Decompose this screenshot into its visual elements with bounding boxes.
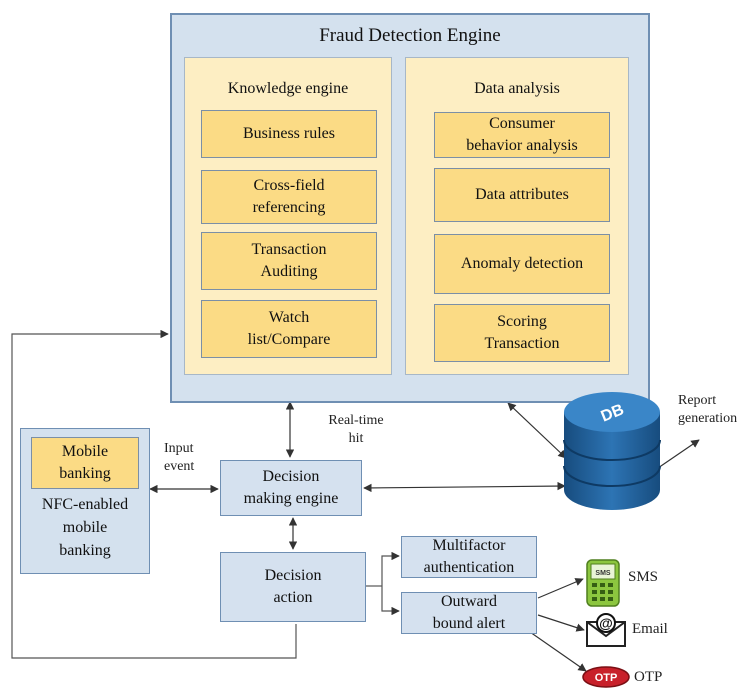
report-generation-label: Report generation xyxy=(678,393,738,426)
realtime-hit-label: Real-time hit xyxy=(328,413,384,446)
svg-text:OTP: OTP xyxy=(595,672,618,684)
db-report-arrow xyxy=(657,439,700,469)
otp-icon: OTP xyxy=(582,666,630,688)
feedback-loop-arrow xyxy=(11,329,297,659)
otp-label: OTP xyxy=(634,669,663,685)
knowledge-engine-title: Knowledge engine xyxy=(227,80,349,97)
mobile-banking-box: Mobile banking xyxy=(31,437,139,489)
cross-field-referencing-box: Cross-field referencing xyxy=(201,170,377,224)
engine-title: Fraud Detection Engine xyxy=(319,25,501,46)
svg-text:SMS: SMS xyxy=(595,570,611,577)
anomaly-detection-box: Anomaly detection xyxy=(434,234,610,294)
transaction-auditing-box: Transaction Auditing xyxy=(201,232,377,290)
action-to-multifactor-arrow xyxy=(381,551,400,586)
email-label: Email xyxy=(632,621,668,637)
data-analysis-panel: Data analysis Consumer behavior analysis… xyxy=(405,57,629,375)
phone-icon: SMS xyxy=(586,559,620,607)
decision-action-box: Decision action xyxy=(220,552,366,622)
nfc-mobile-banking-panel: Mobile banking NFC-enabled mobile bankin… xyxy=(20,428,150,574)
input-event-label: Input event xyxy=(164,441,195,474)
svg-text:@: @ xyxy=(599,615,613,631)
data-analysis-title: Data analysis xyxy=(474,80,560,97)
knowledge-engine-panel: Knowledge engine Business rules Cross-fi… xyxy=(184,57,392,375)
database-icon: DB xyxy=(563,392,661,510)
fraud-detection-engine-panel: Fraud Detection Engine Knowledge engine … xyxy=(170,13,650,403)
decision-db-arrow xyxy=(363,481,566,493)
multifactor-authentication-box: Multifactor authentication xyxy=(401,536,537,578)
outward-otp-arrow xyxy=(529,631,587,672)
outward-bound-alert-box: Outward bound alert xyxy=(401,592,537,634)
decision-making-engine-box: Decision making engine xyxy=(220,460,362,516)
sms-label: SMS xyxy=(628,569,659,585)
scoring-transaction-box: Scoring Transaction xyxy=(434,304,610,362)
engine-db-arrow xyxy=(507,402,567,459)
watch-list-compare-box: Watch list/Compare xyxy=(201,300,377,358)
data-attributes-box: Data attributes xyxy=(434,168,610,222)
action-to-outward-arrow xyxy=(381,586,400,616)
business-rules-box: Business rules xyxy=(201,110,377,158)
email-icon: @ xyxy=(586,613,626,647)
outward-email-arrow xyxy=(537,614,585,632)
consumer-behavior-analysis-box: Consumer behavior analysis xyxy=(434,112,610,158)
outward-sms-arrow xyxy=(537,578,584,599)
nfc-mobile-banking-label: NFC-enabled mobile banking xyxy=(41,496,129,559)
